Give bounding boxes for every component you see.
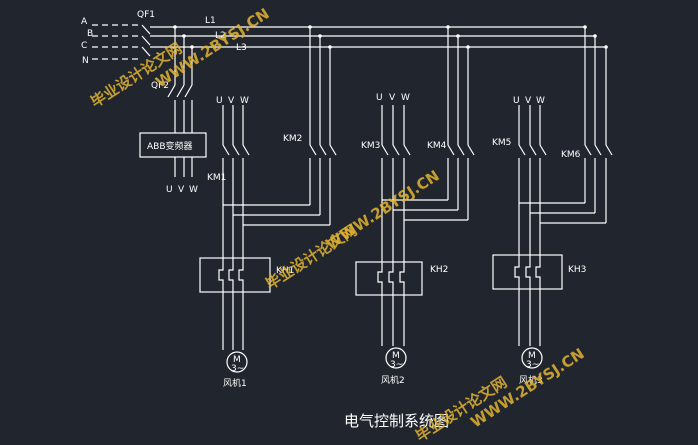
motor2-phase: 3~ [390,360,403,370]
fan3-w: W [536,96,545,106]
vfd-label: ABB变频器 [147,140,193,152]
fan2-label: 风机2 [381,374,405,386]
vfd-out-u: U [166,185,173,195]
fan3-label: 风机3 [519,374,543,386]
phase-label-c: C [81,41,87,51]
km1-label: KM1 [207,173,226,183]
fan1-label: 风机1 [223,377,247,389]
fan1-circuit [199,27,337,373]
qf2-label: QF2 [151,81,169,91]
km2-label: KM2 [283,134,302,144]
fan2-u: U [376,93,383,103]
kh2-label: KH2 [430,265,448,275]
fan3-u: U [513,96,520,106]
phase-label-a: A [81,17,88,27]
fan3-v: V [525,96,532,106]
km5-label: KM5 [492,138,511,148]
motor1-phase: 3~ [231,364,244,374]
fan3-circuit [492,27,613,369]
phase-label-b: B [87,29,93,39]
fan2-circuit [355,27,475,369]
vfd-out-v: V [178,185,185,195]
vfd-out-w: W [189,185,198,195]
supply-buses [92,24,142,60]
fan1-v: V [228,96,235,106]
watermark-layer: 毕业设计论文网 WWW.2BYSJ.CN 毕业设计论文网 WWW.2BYSJ.C… [87,5,587,445]
qf1-breaker [141,24,151,57]
diagram-title: 电气控制系统图 [344,412,449,430]
qf1-label: QF1 [137,10,155,20]
kh1-label: KH1 [276,266,294,276]
line-label-l2: L2 [215,31,226,41]
motor1-m: M [233,355,241,365]
fan1-w: W [240,96,249,106]
fan2-v: V [389,93,396,103]
motor2-m: M [392,351,400,361]
line-label-l1: L1 [205,16,216,26]
motor3-m: M [528,351,536,361]
fan1-u: U [216,96,223,106]
vfd-branch [139,27,207,177]
km4-label: KM4 [427,141,447,151]
motor3-phase: 3~ [526,360,539,370]
kh3-label: KH3 [568,265,586,275]
line-label-l3: L3 [236,43,247,53]
km6-label: KM6 [561,150,581,160]
phase-label-n: N [82,56,89,66]
fan2-w: W [401,93,410,103]
km3-label: KM3 [361,141,380,151]
